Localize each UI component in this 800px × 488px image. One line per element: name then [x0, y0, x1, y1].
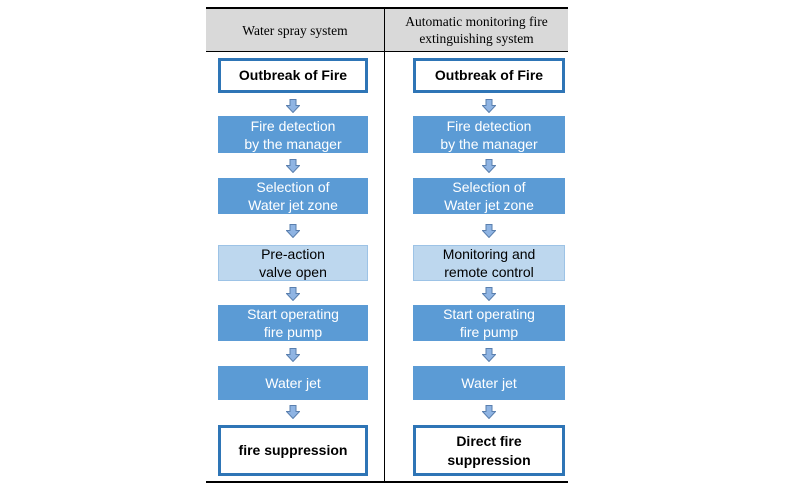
left-step-selection: Selection of Water jet zone	[218, 178, 368, 214]
right-step-outbreak-text: Outbreak of Fire	[434, 67, 544, 83]
right-step-water-jet: Water jet	[413, 366, 565, 400]
left-step-pre-action-line1: Pre-action	[261, 246, 325, 262]
right-step-monitoring-line1: Monitoring and	[442, 246, 536, 262]
down-arrow-icon	[482, 287, 496, 301]
down-arrow-icon	[482, 348, 496, 362]
right-step-selection-line1: Selection of	[452, 179, 526, 195]
right-step-start-pump-text: Start operating fire pump	[443, 305, 535, 341]
header-right-line2: extinguishing system	[419, 31, 534, 46]
header-left-label: Water spray system	[242, 22, 348, 38]
down-arrow-icon	[482, 405, 496, 419]
header-water-spray-system: Water spray system	[206, 9, 384, 52]
right-step-direct-fire-suppression-line2: suppression	[447, 451, 531, 468]
down-arrow-icon	[286, 348, 300, 362]
left-step-selection-line1: Selection of	[256, 179, 330, 195]
right-step-start-pump-line2: fire pump	[459, 324, 519, 340]
down-arrow-icon	[286, 99, 300, 113]
left-step-start-pump-line1: Start operating	[247, 306, 339, 322]
right-step-selection-line2: Water jet zone	[444, 197, 534, 213]
right-step-selection: Selection of Water jet zone	[413, 178, 565, 214]
down-arrow-icon	[286, 159, 300, 173]
right-step-direct-fire-suppression-text: Direct fire suppression	[447, 432, 530, 470]
column-divider	[384, 52, 385, 481]
right-step-start-pump-line1: Start operating	[443, 306, 535, 322]
left-step-outbreak-text: Outbreak of Fire	[238, 67, 348, 83]
right-step-outbreak: Outbreak of Fire	[413, 58, 565, 93]
right-step-selection-text: Selection of Water jet zone	[444, 178, 534, 214]
right-step-start-pump: Start operating fire pump	[413, 305, 565, 341]
right-step-fire-detection-line1: Fire detection	[446, 117, 532, 134]
down-arrow-icon	[286, 405, 300, 419]
left-step-pre-action: Pre-action valve open	[218, 245, 368, 281]
left-step-pre-action-text: Pre-action valve open	[259, 245, 327, 281]
down-arrow-icon	[482, 159, 496, 173]
header-automatic-monitoring-system: Automatic monitoring fire extinguishing …	[384, 9, 568, 52]
left-step-fire-detection-line2: by the manager	[244, 135, 342, 152]
right-step-direct-fire-suppression-line1: Direct fire	[456, 432, 522, 449]
right-step-monitoring-text: Monitoring and remote control	[443, 245, 536, 281]
right-step-direct-fire-suppression: Direct fire suppression	[413, 425, 565, 476]
right-step-fire-detection-line2: by the manager	[440, 135, 538, 152]
left-step-water-jet: Water jet	[218, 366, 368, 400]
left-step-selection-line2: Water jet zone	[248, 197, 338, 213]
right-step-water-jet-text: Water jet	[461, 375, 517, 391]
header-right-label: Automatic monitoring fire extinguishing …	[405, 13, 547, 47]
left-step-outbreak: Outbreak of Fire	[218, 58, 368, 93]
left-step-fire-suppression-text: fire suppression	[238, 442, 348, 458]
down-arrow-icon	[482, 224, 496, 238]
header-right-line1: Automatic monitoring fire	[405, 14, 548, 29]
right-step-monitoring: Monitoring and remote control	[413, 245, 565, 281]
left-step-start-pump: Start operating fire pump	[218, 305, 368, 341]
down-arrow-icon	[286, 224, 300, 238]
left-step-start-pump-text: Start operating fire pump	[247, 305, 339, 341]
down-arrow-icon	[482, 99, 496, 113]
left-step-fire-detection-line1: Fire detection	[250, 117, 336, 134]
left-step-selection-text: Selection of Water jet zone	[248, 178, 338, 214]
left-step-water-jet-text: Water jet	[265, 375, 321, 391]
right-step-monitoring-line2: remote control	[444, 264, 534, 280]
comparison-table: Water spray system Automatic monitoring …	[206, 7, 568, 483]
left-step-start-pump-line2: fire pump	[263, 324, 323, 340]
down-arrow-icon	[286, 287, 300, 301]
left-step-fire-suppression: fire suppression	[218, 425, 368, 476]
left-step-pre-action-line2: valve open	[259, 264, 327, 280]
